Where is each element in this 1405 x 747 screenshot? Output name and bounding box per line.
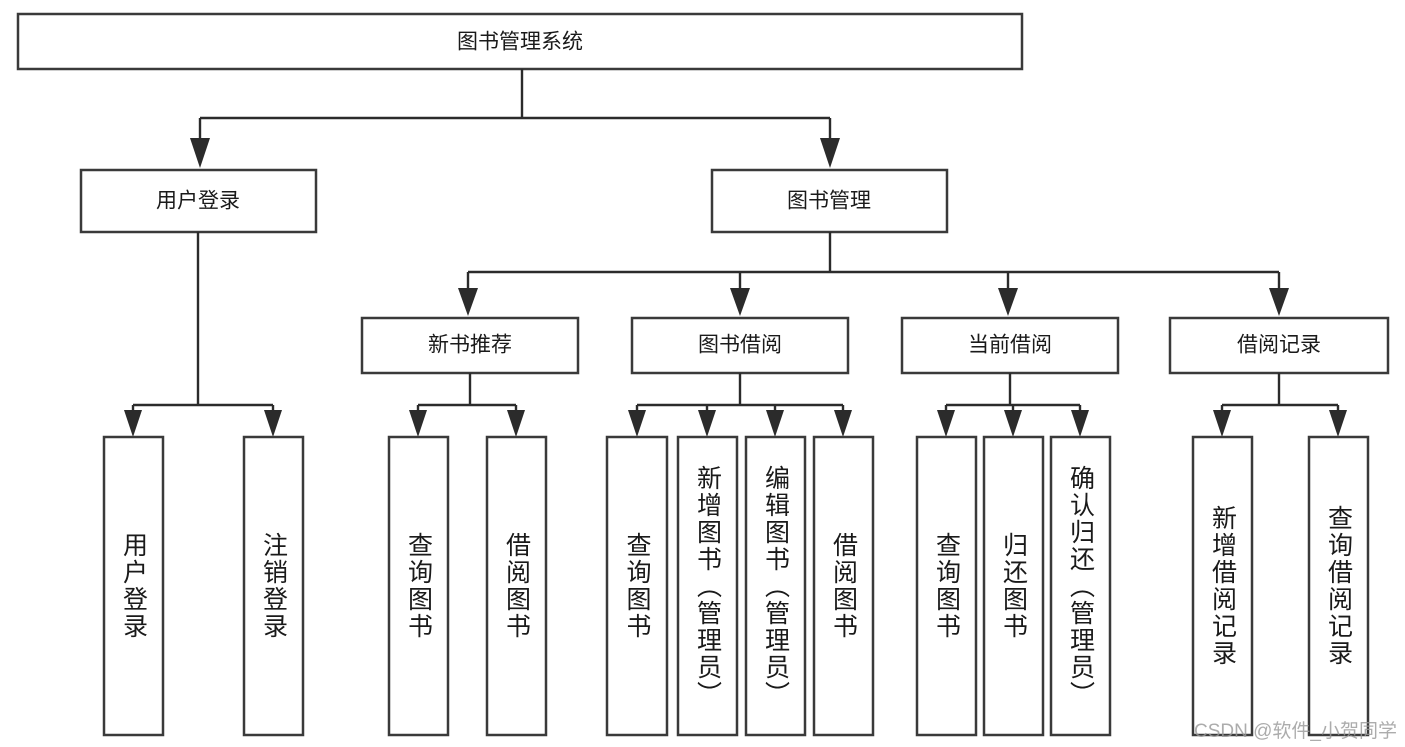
book-management-box[interactable] <box>710 168 949 234</box>
node-book-borrow[interactable]: 图书借阅 <box>630 316 850 375</box>
leaf-box-return-book[interactable] <box>982 435 1045 737</box>
arrowhead-leaf-query-book-3 <box>937 410 955 437</box>
arrowhead-leaf-user-login <box>124 410 142 437</box>
arrowhead-leaf-logout <box>264 410 282 437</box>
leaf-box-borrow-book-1[interactable] <box>485 435 548 737</box>
arrowhead-leaf-borrow-book-1 <box>507 410 525 437</box>
arrowhead-leaf-add-record <box>1213 410 1231 437</box>
leaf-box-query-book-2[interactable] <box>605 435 669 737</box>
node-current-borrow[interactable]: 当前借阅 <box>900 316 1120 375</box>
root-label: 图书管理系统 <box>457 31 583 54</box>
root-box[interactable] <box>16 12 1024 71</box>
leaf-box-add-book[interactable] <box>676 435 739 737</box>
book-borrow-box[interactable] <box>630 316 850 375</box>
node-user-login[interactable]: 用户登录 <box>79 168 318 234</box>
node-root-book-management-system[interactable]: 图书管理系统 <box>16 12 1024 71</box>
current-borrow-box[interactable] <box>900 316 1120 375</box>
arrowhead-leaf-query-record <box>1329 410 1347 437</box>
book-management-label: 图书管理 <box>787 190 871 213</box>
leaf-box-borrow-book-2[interactable] <box>812 435 875 737</box>
arrowhead-leaf-return-book <box>1004 410 1022 437</box>
leaf-box-logout[interactable] <box>242 435 305 737</box>
new-book-recommend-box[interactable] <box>360 316 580 375</box>
user-login-label: 用户登录 <box>156 190 240 213</box>
watermark-text: CSDN @软件_小贺同学 <box>1194 721 1397 742</box>
arrowhead-leaf-borrow-book-2 <box>834 410 852 437</box>
leaf-box-query-record[interactable] <box>1307 435 1370 737</box>
arrowhead-leaf-query-book-1 <box>409 410 427 437</box>
node-new-book-recommend[interactable]: 新书推荐 <box>360 316 580 375</box>
node-borrow-record[interactable]: 借阅记录 <box>1168 316 1390 375</box>
borrow-record-box[interactable] <box>1168 316 1390 375</box>
arrowhead-leaf-edit-book <box>766 410 784 437</box>
arrowhead-book-management <box>820 138 840 168</box>
arrowhead-user-login <box>190 138 210 168</box>
arrowhead-leaf-add-book <box>698 410 716 437</box>
leaf-box-edit-book[interactable] <box>744 435 807 737</box>
leaf-box-query-book-1[interactable] <box>387 435 450 737</box>
arrowhead-new-book <box>458 288 478 316</box>
arrowhead-current-borrow <box>998 288 1018 316</box>
leaf-box-query-book-3[interactable] <box>915 435 978 737</box>
leaf-box-add-record[interactable] <box>1191 435 1254 737</box>
book-borrow-label: 图书借阅 <box>698 334 782 357</box>
leaf-box-user-login[interactable] <box>102 435 165 737</box>
arrowhead-book-borrow <box>730 288 750 316</box>
arrowhead-leaf-query-book-2 <box>628 410 646 437</box>
node-book-management[interactable]: 图书管理 <box>710 168 949 234</box>
leaf-box-confirm-return[interactable] <box>1049 435 1112 737</box>
arrowhead-borrow-record <box>1269 288 1289 316</box>
new-book-recommend-label: 新书推荐 <box>428 334 512 357</box>
borrow-record-label: 借阅记录 <box>1237 334 1321 357</box>
current-borrow-label: 当前借阅 <box>968 334 1052 357</box>
arrowhead-leaf-confirm-return <box>1071 410 1089 437</box>
